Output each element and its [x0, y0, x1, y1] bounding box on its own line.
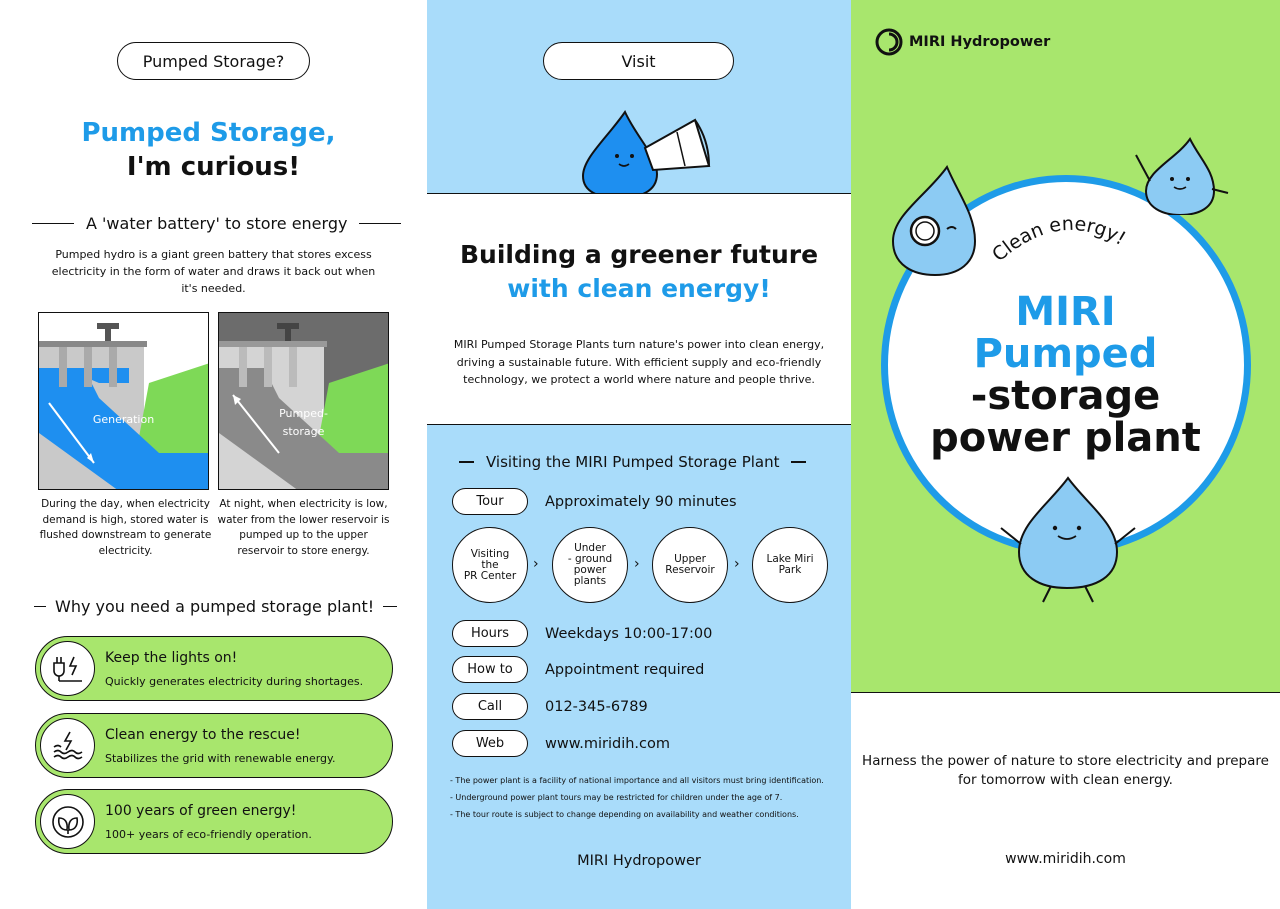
benefit-title: Keep the lights on!: [105, 650, 238, 666]
description: MIRI Pumped Storage Plants turn nature's…: [453, 338, 825, 386]
web-row: Web www.miridih.com: [452, 730, 670, 757]
diagram-pumped-storage: Pumped- storage: [218, 312, 389, 490]
call-row: Call 012-345-6789: [452, 693, 648, 720]
visitor-notes: - The power plant is a facility of natio…: [450, 772, 824, 823]
plug-lightning-icon: [40, 641, 95, 696]
tour-row: Tour Approximately 90 minutes: [452, 488, 737, 515]
benefit-card: Keep the lights on! Quickly generates el…: [35, 636, 393, 701]
section-heading-why: Why you need a pumped storage plant!: [34, 597, 398, 616]
logo-text: MIRI Hydropower: [909, 34, 1051, 50]
tagline: Harness the power of nature to store ele…: [862, 753, 1269, 788]
chevron-right-icon: ›: [634, 556, 640, 572]
benefit-subtitle: 100+ years of eco-friendly operation.: [105, 828, 312, 841]
headline-band: [427, 193, 851, 425]
visit-pill: Visit: [543, 42, 734, 80]
section-heading-text: A 'water battery' to store energy: [86, 214, 348, 233]
howto-value: Appointment required: [545, 661, 705, 678]
logo: MIRI Hydropower: [875, 28, 1050, 56]
diagram-label-generation: Generation: [92, 413, 155, 426]
visit-heading-text: Visiting the MIRI Pumped Storage Plant: [486, 453, 780, 471]
note-item: - Underground power plant tours may be r…: [450, 793, 783, 802]
visit-heading: Visiting the MIRI Pumped Storage Plant: [459, 453, 807, 471]
website-url[interactable]: www.miridih.com: [1005, 851, 1126, 867]
title-line2: Pumped: [973, 331, 1158, 377]
diagram-label-pumped-storage: Pumped- storage: [279, 407, 328, 438]
benefit-title: 100 years of green energy!: [105, 803, 297, 819]
panel-visit: Visit Building a greener future with cle…: [427, 0, 851, 909]
call-value: 012-345-6789: [545, 698, 648, 715]
benefit-title: Clean energy to the rescue!: [105, 727, 301, 743]
title-line4: power plant: [930, 415, 1201, 461]
water-drop-cheering-mascot: [1000, 476, 1136, 603]
title-line3: -storage: [970, 373, 1161, 419]
web-link[interactable]: www.miridih.com: [545, 735, 670, 752]
panel-pumped-storage-info: Pumped Storage? Pumped Storage, I'm curi…: [0, 0, 427, 909]
title-black: I'm curious!: [126, 152, 301, 182]
hours-label: Hours: [452, 620, 528, 647]
web-label: Web: [452, 730, 528, 757]
brand-footer: MIRI Hydropower: [577, 853, 701, 869]
benefit-card: Clean energy to the rescue! Stabilizes t…: [35, 713, 393, 778]
hours-row: Hours Weekdays 10:00-17:00: [452, 620, 712, 647]
tour-step: Under - ground power plants: [552, 527, 628, 603]
howto-row: How to Appointment required: [452, 656, 704, 683]
howto-label: How to: [452, 656, 528, 683]
logo-swirl-icon: [875, 28, 903, 56]
benefit-card: 100 years of green energy! 100+ years of…: [35, 789, 393, 854]
arc-text-label: Clean energy!: [988, 213, 1130, 266]
note-item: - The power plant is a facility of natio…: [450, 776, 824, 785]
water-drop-waving-mascot: [1135, 137, 1229, 215]
call-label: Call: [452, 693, 528, 720]
panel-cover: MIRI Hydropower Clean energy! MIRI Pumpe…: [851, 0, 1280, 909]
tour-step: Lake Miri Park: [752, 527, 828, 603]
caption-generation: During the day, when electricity demand …: [39, 498, 212, 557]
caption-pumped-storage: At night, when electricity is low, water…: [217, 498, 390, 557]
leaf-icon: [40, 794, 95, 849]
section-heading-water-battery: A 'water battery' to store energy: [32, 214, 402, 233]
chevron-right-icon: ›: [734, 556, 740, 572]
headline-line2: with clean energy!: [507, 274, 771, 303]
water-lightning-icon: [40, 718, 95, 773]
hours-value: Weekdays 10:00-17:00: [545, 625, 713, 642]
benefit-subtitle: Stabilizes the grid with renewable energ…: [105, 752, 336, 765]
tour-step: Upper Reservoir: [652, 527, 728, 603]
arc-text: Clean energy!: [988, 213, 1130, 266]
headline-line1: Building a greener future: [459, 240, 819, 269]
chevron-right-icon: ›: [533, 556, 539, 572]
benefit-subtitle: Quickly generates electricity during sho…: [105, 675, 364, 688]
pumped-storage-pill: Pumped Storage?: [117, 42, 310, 80]
note-item: - The tour route is subject to change de…: [450, 810, 799, 819]
tour-value: Approximately 90 minutes: [545, 493, 737, 510]
water-drop-megaphone-mascot: [581, 109, 711, 198]
diagram-generation: Generation: [38, 312, 209, 490]
svg-text:Clean energy!: Clean energy!: [988, 213, 1130, 266]
intro-text: Pumped hydro is a giant green battery th…: [51, 248, 376, 295]
section-heading-text: Why you need a pumped storage plant!: [55, 597, 375, 616]
tour-label: Tour: [452, 488, 528, 515]
title-line1: MIRI: [1015, 289, 1116, 335]
tour-step: Visiting the PR Center: [452, 527, 528, 603]
water-drop-magnifier-mascot: [891, 165, 977, 277]
title-blue: Pumped Storage,: [81, 118, 336, 148]
